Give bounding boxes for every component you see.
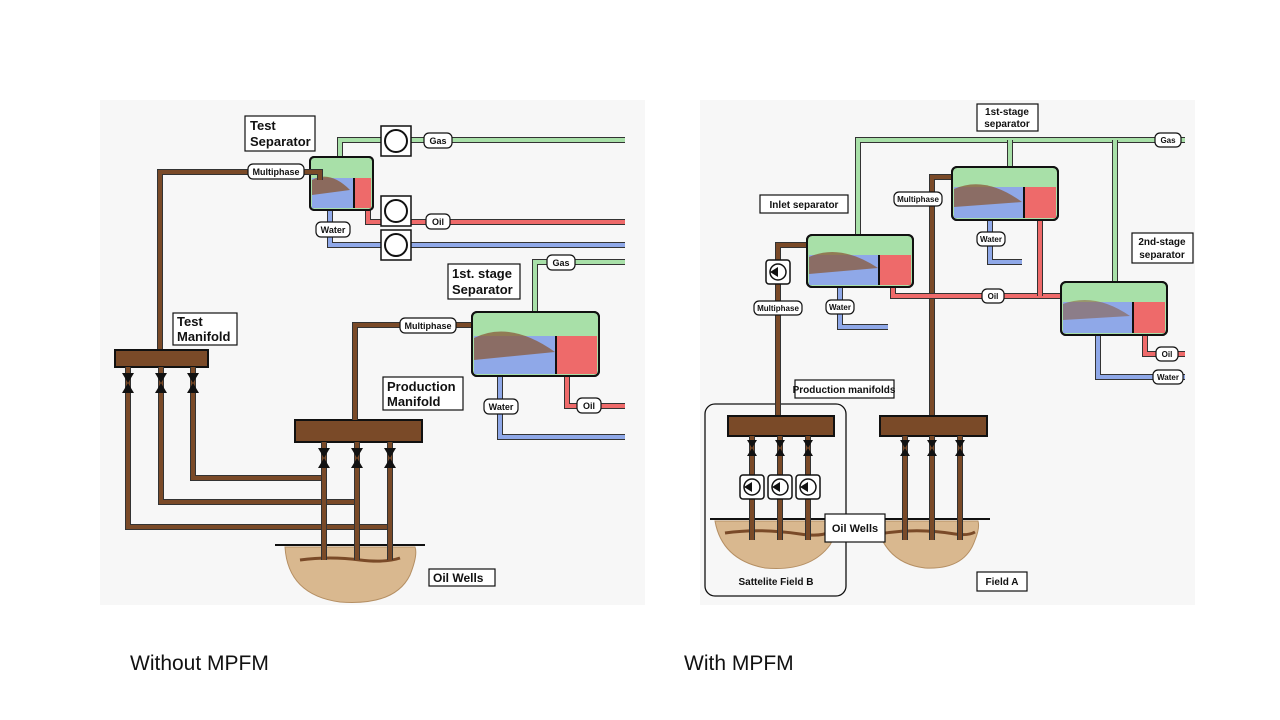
production-manifold-valves [318,448,396,468]
tag-oil-mid-right: Oil [981,288,1005,304]
caption-with-mpfm: With MPFM [684,652,794,675]
svg-text:Field A: Field A [986,577,1019,588]
tag-water-top-left: Water [315,221,351,238]
water-pipe-inlet [837,285,888,330]
svg-text:Multiphase: Multiphase [252,167,299,177]
label-test-separator: Test Separator [244,115,316,152]
mpfm-meter-well-2 [767,474,793,500]
svg-text:Manifold: Manifold [387,394,440,409]
valves-right [747,440,965,456]
label-field-a: Field A [976,571,1028,592]
tag-oil-top-left: Oil [425,213,451,230]
multiphase-pipe-test [157,169,323,350]
tag-water-mid-left: Water [483,398,519,415]
svg-text:separator: separator [1139,250,1185,261]
svg-text:Oil: Oil [988,292,999,301]
water-pipe-mid-left [497,375,625,440]
flow-meter-water-left [380,229,412,261]
svg-text:Oil: Oil [1162,350,1173,359]
svg-text:2nd-stage: 2nd-stage [1138,237,1186,248]
tag-gas-mid-left: Gas [546,254,576,271]
label-production-manifold: Production Manifold [382,376,464,411]
flow-meter-oil-left [380,195,412,227]
tag-multiphase-top-right: Multiphase [893,191,943,207]
production-manifold-field-a [879,415,988,437]
svg-text:Oil: Oil [432,217,444,227]
svg-text:Water: Water [489,402,514,412]
caption-without-mpfm: Without MPFM [130,652,269,675]
label-inlet-separator: Inlet separator [759,194,849,214]
svg-text:Multiphase: Multiphase [757,304,799,313]
tag-gas-top-left: Gas [423,132,453,149]
label-test-manifold: Test Manifold [172,312,238,346]
svg-text:1st. stage: 1st. stage [452,266,512,281]
tag-water-right: Water [1152,369,1184,385]
svg-text:Water: Water [1157,373,1179,382]
right-diagram: Gas Multiphase Water Oil Water Multiphas… [704,103,1194,597]
tag-water-inlet: Water [825,299,855,315]
svg-text:Separator: Separator [250,134,311,149]
label-oil-wells-left: Oil Wells [428,568,496,587]
mpfm-meter-well-3 [795,474,821,500]
svg-text:Gas: Gas [1160,136,1176,145]
tag-oil-mid-left: Oil [576,397,602,414]
label-production-manifolds: Production manifolds [793,379,896,399]
label-second-stage-separator: 2nd-stage separator [1131,232,1194,264]
svg-text:Test: Test [250,118,276,133]
svg-text:Multiphase: Multiphase [404,321,451,331]
svg-text:Manifold: Manifold [177,329,230,344]
svg-text:Production: Production [387,379,456,394]
test-manifold-inlets [125,367,390,530]
tag-multiphase-top-left: Multiphase [247,163,305,180]
svg-text:Sattelite Field B: Sattelite Field B [738,577,813,588]
svg-text:Oil Wells: Oil Wells [433,571,484,585]
test-manifold-bar [114,349,209,368]
test-manifold-valves [122,373,199,393]
svg-text:separator: separator [984,119,1030,130]
svg-text:1st-stage: 1st-stage [985,107,1029,118]
oil-pipe-mid-left [564,375,625,409]
svg-text:Production manifolds: Production manifolds [793,385,896,396]
svg-text:Water: Water [829,303,851,312]
svg-text:Multiphase: Multiphase [897,195,939,204]
first-stage-separator-vessel [471,311,600,377]
svg-text:Water: Water [980,235,1002,244]
svg-text:Test: Test [177,314,203,329]
left-diagram: Multiphase Gas Oil Water Gas Multiphase … [114,115,625,603]
mpfm-meter-well-1 [739,474,765,500]
flow-meter-gas-left [380,125,412,157]
gas-pipe-right [855,137,1185,282]
label-satellite-field: Sattelite Field B [738,577,813,588]
gas-pipe-mid-left [532,259,625,313]
first-stage-separator-vessel-right [951,166,1059,221]
second-stage-separator-vessel [1060,281,1168,336]
gas-pipe-top-left [337,137,625,158]
label-oil-wells-right: Oil Wells [824,513,886,543]
label-first-stage-separator-left: 1st. stage Separator [447,263,521,300]
tag-oil-right: Oil [1155,346,1179,362]
svg-text:Oil Wells: Oil Wells [832,523,878,535]
label-first-stage-separator-right: 1st-stage separator [976,103,1039,132]
svg-text:Separator: Separator [452,282,513,297]
mpfm-meter-inlet [765,259,791,285]
test-separator-vessel [309,156,374,211]
inlet-separator-vessel [806,234,914,288]
svg-text:Oil: Oil [583,401,595,411]
tag-gas-right: Gas [1154,132,1182,148]
tag-water-first-stage: Water [976,231,1006,247]
tag-multiphase-left-right: Multiphase [753,300,803,316]
production-manifold-satellite [727,415,835,437]
svg-text:Inlet separator: Inlet separator [770,200,839,211]
production-manifold-bar [294,419,423,443]
tag-multiphase-mid-left: Multiphase [399,317,457,334]
svg-text:Gas: Gas [552,258,569,268]
svg-text:Water: Water [321,225,346,235]
svg-text:Gas: Gas [429,136,446,146]
